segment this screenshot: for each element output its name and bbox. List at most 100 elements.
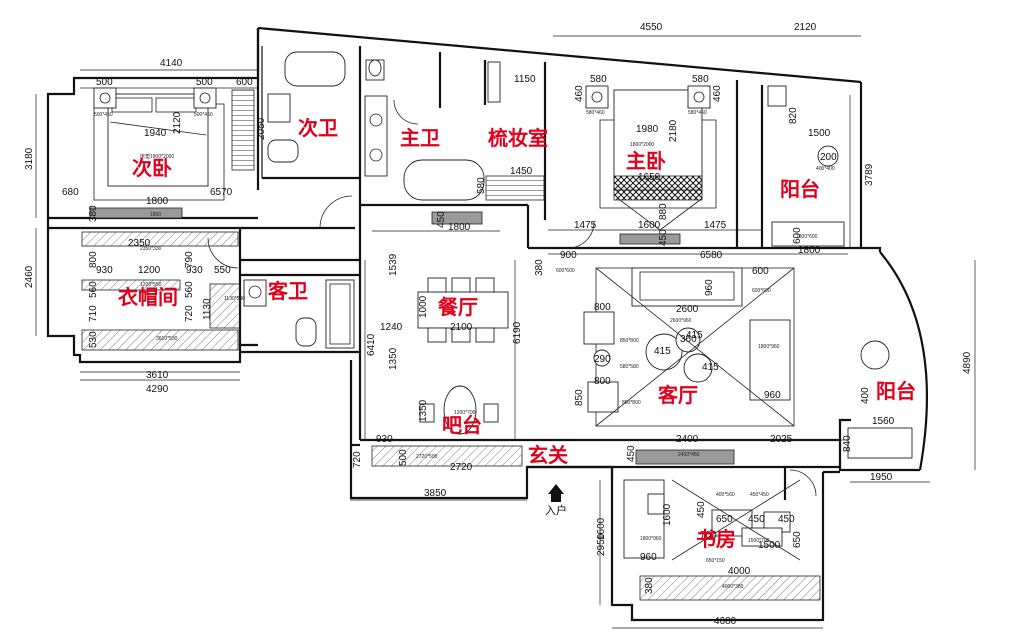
dim-label: 600 bbox=[752, 266, 769, 277]
dim-label: 3789 bbox=[864, 163, 875, 186]
dim-label: 1950 bbox=[870, 472, 893, 483]
dim-label: 930 bbox=[376, 434, 393, 445]
dim-label: 1150 bbox=[514, 74, 536, 85]
dim-label: 2100 bbox=[450, 322, 473, 333]
dim-label: 2350 bbox=[128, 238, 151, 249]
dim-label: 450 bbox=[436, 211, 447, 228]
dim-label: 415 bbox=[702, 362, 719, 373]
annotation: 650*150 bbox=[706, 558, 725, 564]
dim-label: 880 bbox=[658, 203, 669, 220]
dim-label: 930 bbox=[96, 265, 113, 276]
annotation: 2720*500 bbox=[416, 454, 438, 460]
dim-label: 2050 bbox=[256, 117, 267, 140]
annotation: 400*560 bbox=[716, 492, 735, 498]
dim-label: 1600 bbox=[662, 503, 673, 526]
dim-label: 930 bbox=[186, 265, 203, 276]
dim-label: 850 bbox=[574, 389, 585, 406]
dim-label: 1450 bbox=[510, 166, 533, 177]
annotation: 1800*960 bbox=[758, 344, 780, 350]
tv-cabinet-second bbox=[89, 207, 183, 219]
dim-label: 580 bbox=[476, 177, 487, 194]
dim-label: 800 bbox=[88, 251, 99, 268]
annotation: 1200*550 bbox=[140, 282, 162, 288]
dim-label: 460 bbox=[574, 85, 585, 102]
dim-label: 680 bbox=[62, 187, 79, 198]
room-master-bath: 主卫 bbox=[400, 126, 440, 150]
dim-label: 2460 bbox=[24, 265, 35, 288]
dim-label: 710 bbox=[88, 305, 99, 322]
dim-label: 1600 bbox=[596, 517, 607, 540]
dim-label: 4290 bbox=[146, 384, 169, 395]
annotation: 3610*530 bbox=[156, 336, 178, 342]
annotation: 1800*600 bbox=[796, 234, 818, 240]
tv-cabinet-living bbox=[635, 449, 735, 465]
dim-label: 450 bbox=[658, 229, 669, 246]
dim-label: 720 bbox=[184, 305, 195, 322]
dim-label: 1475 bbox=[574, 220, 597, 231]
dim-label: 840 bbox=[842, 435, 853, 452]
bathtub-master bbox=[403, 159, 485, 201]
entrance-label: 入户 bbox=[545, 503, 567, 517]
dim-label: 1600 bbox=[638, 220, 661, 231]
dim-label: 2720 bbox=[450, 462, 473, 473]
dim-label: 1650 bbox=[638, 172, 661, 183]
dim-label: 6570 bbox=[210, 187, 233, 198]
room-labels: 次卧 次卫 主卫 梳妆室 主卧 阳台 衣帽间 客卫 餐厅 吧台 玄关 客厅 阳台… bbox=[118, 116, 916, 551]
dim-label: 450 bbox=[626, 445, 637, 462]
dim-label: 960 bbox=[640, 552, 657, 563]
dim-label: 500 bbox=[398, 449, 409, 466]
dim-label: 1980 bbox=[636, 124, 659, 135]
dim-label: 1130 bbox=[202, 298, 213, 320]
dim-label: 2025 bbox=[770, 434, 793, 445]
dim-label: 2180 bbox=[668, 119, 679, 142]
bed-second-bedroom bbox=[107, 93, 209, 187]
dim-label: 1200 bbox=[138, 265, 161, 276]
dim-label: 550 bbox=[214, 265, 231, 276]
room-study: 书房 bbox=[696, 527, 736, 551]
room-second-bath: 次卫 bbox=[298, 116, 338, 140]
dim-label: 800 bbox=[594, 302, 611, 313]
room-guest-bath: 客卫 bbox=[267, 279, 308, 303]
annotation: 850*800 bbox=[622, 400, 641, 406]
dim-label: 4890 bbox=[962, 351, 973, 374]
dim-label: 1350 bbox=[418, 399, 429, 422]
annotation: 2400*450 bbox=[678, 452, 700, 458]
tv-cabinet-master bbox=[619, 233, 681, 245]
annotation: 1200*700 bbox=[454, 410, 476, 416]
annotation: 450*450 bbox=[750, 492, 769, 498]
dim-label: 1800 bbox=[146, 196, 169, 207]
dim-label: 380 bbox=[88, 205, 99, 222]
annotation: 500*450 bbox=[194, 112, 213, 118]
dim-label: 500 bbox=[196, 77, 213, 88]
annotation: 600*600 bbox=[556, 268, 575, 274]
annotation: 2350*330 bbox=[140, 246, 162, 252]
dim-label: 1475 bbox=[704, 220, 727, 231]
room-foyer: 玄关 bbox=[528, 443, 568, 467]
annotation: 2600*960 bbox=[670, 318, 692, 324]
dim-label: 6190 bbox=[512, 321, 523, 344]
dim-label: 380 bbox=[644, 577, 655, 594]
entrance-arrow-icon bbox=[548, 484, 564, 494]
dim-label: 200 bbox=[820, 152, 837, 163]
dim-label: 4680 bbox=[714, 616, 737, 627]
nightstand-left bbox=[93, 87, 117, 109]
dim-label: 530 bbox=[88, 331, 99, 348]
dim-label: 6580 bbox=[700, 250, 723, 261]
dim-label: 1539 bbox=[388, 253, 399, 276]
dim-label: 1000 bbox=[418, 295, 429, 318]
dim-label: 650 bbox=[716, 514, 733, 525]
annotation: 1800*960 bbox=[640, 536, 662, 542]
room-balcony-right: 阳台 bbox=[876, 379, 916, 403]
dim-label: 700 bbox=[700, 530, 717, 541]
annotation: 600*600 bbox=[752, 288, 771, 294]
dim-label: 415 bbox=[654, 346, 671, 357]
dim-label: 450 bbox=[778, 514, 795, 525]
dim-label: 400 bbox=[860, 387, 871, 404]
dim-label: 960 bbox=[704, 279, 715, 296]
annotation: 580*460 bbox=[688, 110, 707, 116]
dim-label: 290 bbox=[594, 354, 611, 365]
room-cloakroom: 衣帽间 bbox=[118, 285, 178, 309]
dim-label: 580 bbox=[692, 74, 709, 85]
room-living: 客厅 bbox=[657, 383, 698, 407]
